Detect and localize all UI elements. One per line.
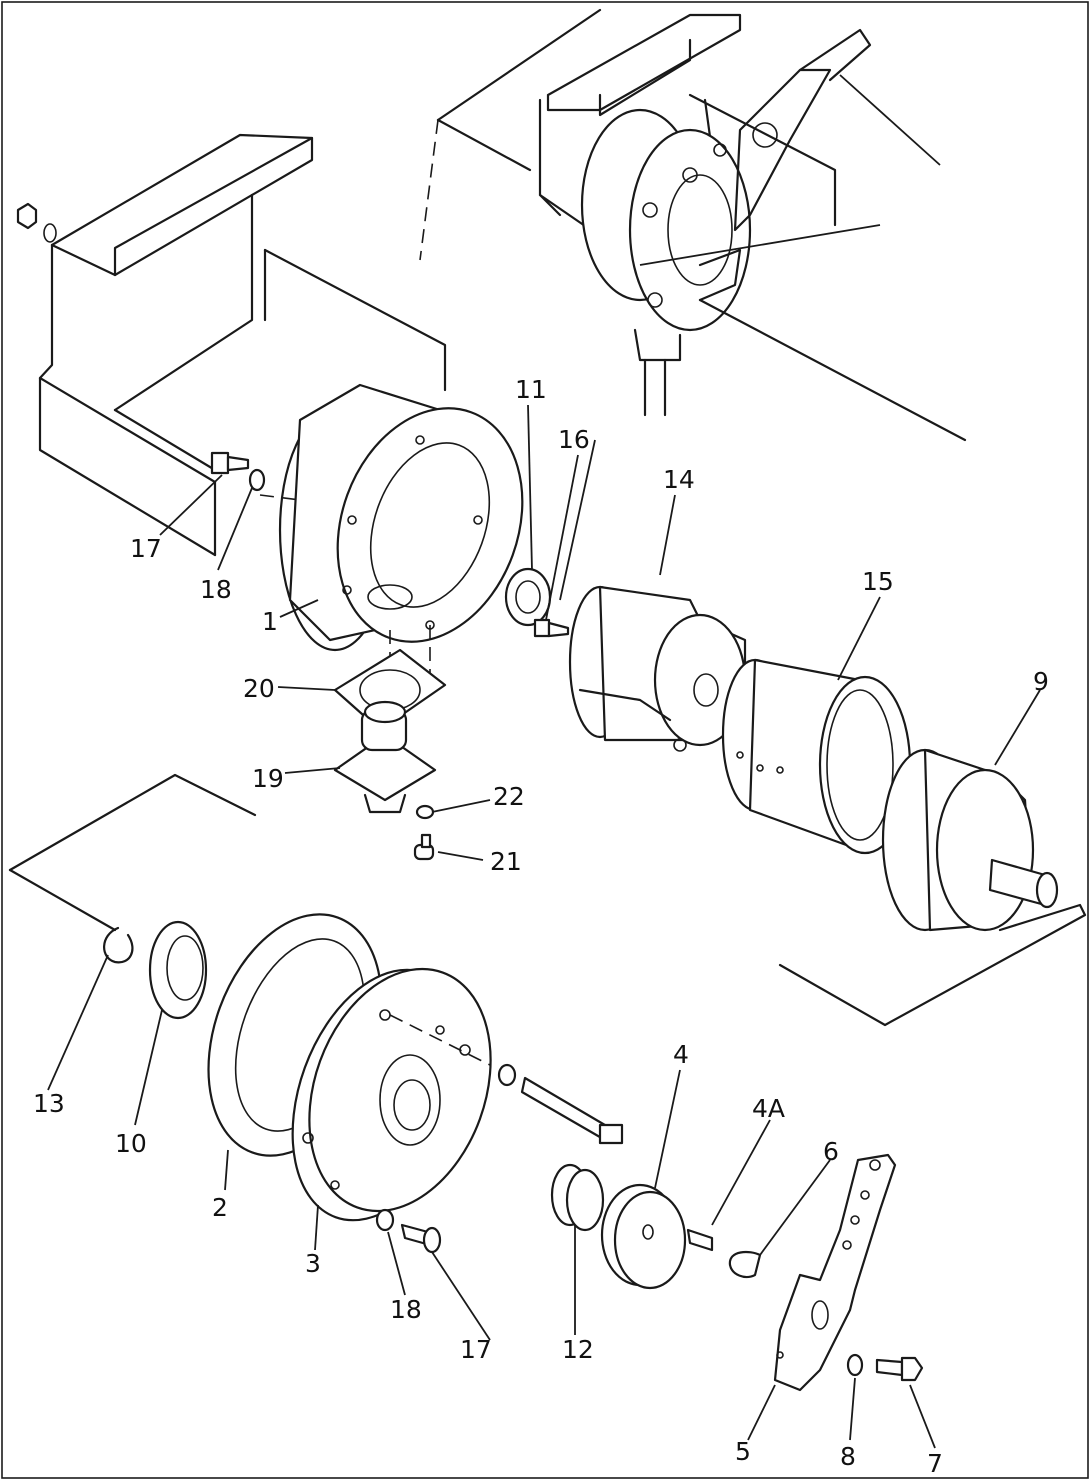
part-5-lever — [773, 1153, 897, 1392]
label-part-20: 20 — [243, 674, 275, 703]
part-14-field-core — [568, 585, 747, 752]
part-15-sleeve — [721, 658, 912, 855]
label-part-6: 6 — [823, 1137, 839, 1166]
frame-bracket — [16, 133, 447, 557]
part-13-snap-ring — [103, 926, 134, 964]
part-11-bearing — [504, 567, 552, 627]
part-19-connector — [333, 700, 437, 814]
label-part-17-lower: 17 — [460, 1335, 492, 1364]
part-21-screw — [413, 833, 435, 861]
part-17-bolt-lower — [400, 1223, 442, 1254]
part-6-key — [728, 1250, 762, 1279]
label-part-7: 7 — [927, 1449, 943, 1478]
part-7-bolt — [875, 1356, 924, 1382]
part-4a-screw — [686, 1228, 714, 1252]
part-16-screw — [533, 618, 570, 638]
label-part-21: 21 — [490, 847, 522, 876]
through-bolt — [497, 1063, 624, 1145]
part-1-housing — [259, 383, 524, 690]
label-part-4: 4 — [673, 1040, 689, 1069]
label-part-13: 13 — [33, 1089, 65, 1118]
label-part-10: 10 — [115, 1129, 147, 1158]
label-part-17-upper: 17 — [130, 534, 162, 563]
label-part-5: 5 — [735, 1437, 751, 1466]
part-9-rotor — [778, 748, 1087, 1027]
part-4-cam-disc — [600, 1183, 687, 1290]
part-10-bearing — [148, 920, 208, 1020]
label-part-19: 19 — [252, 764, 284, 793]
label-part-9: 9 — [1033, 667, 1049, 696]
callout-labels: 17 18 1 20 19 22 21 11 16 14 15 9 13 10 … — [33, 375, 1049, 1478]
part-18-washer-upper — [248, 468, 266, 492]
label-part-14: 14 — [663, 465, 695, 494]
part-17-bolt-upper — [210, 451, 250, 475]
label-part-12: 12 — [562, 1335, 594, 1364]
label-part-18-lower: 18 — [390, 1295, 422, 1324]
label-part-18-upper: 18 — [200, 575, 232, 604]
part-3-end-cover — [291, 967, 492, 1222]
label-part-16: 16 — [558, 425, 590, 454]
label-part-4a: 4A — [752, 1094, 785, 1123]
part-18-washer-lower — [375, 1208, 395, 1232]
label-part-11: 11 — [515, 375, 547, 404]
leader-lines — [47, 404, 1041, 1449]
assembled-unit-inset — [419, 8, 967, 442]
label-part-2: 2 — [212, 1193, 228, 1222]
label-part-3: 3 — [305, 1249, 321, 1278]
label-part-8: 8 — [840, 1442, 856, 1471]
part-8-washer — [846, 1353, 864, 1377]
label-part-15: 15 — [862, 567, 894, 596]
label-part-22: 22 — [493, 782, 525, 811]
part-22-washer — [415, 804, 435, 820]
label-part-1: 1 — [262, 607, 278, 636]
part-12-spacer — [550, 1163, 605, 1232]
